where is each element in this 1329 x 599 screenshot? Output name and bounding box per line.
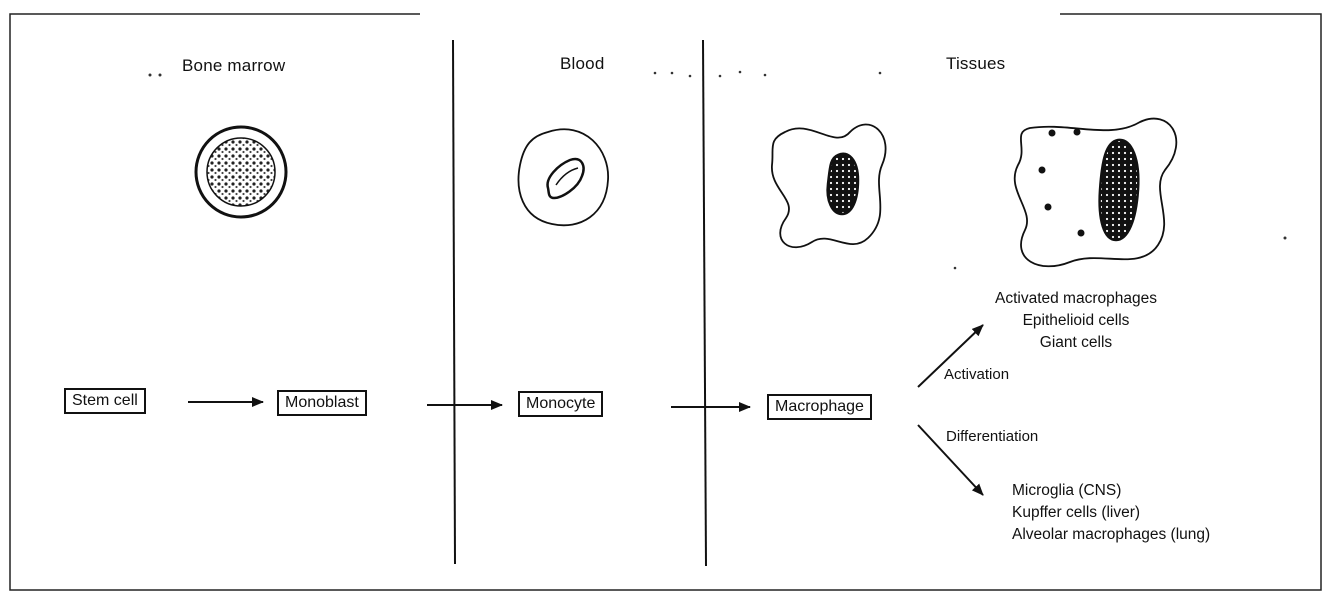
outcome-epithelioid-cells: Epithelioid cells — [995, 310, 1157, 332]
label-differentiation: Differentiation — [946, 428, 1038, 445]
stage-box-monoblast: Monoblast — [277, 390, 367, 416]
stem-cell-illustration — [196, 127, 286, 217]
stage-box-macrophage: Macrophage — [767, 394, 872, 420]
activation-outcomes: Activated macrophages Epithelioid cells … — [995, 288, 1157, 354]
region-title-bone-marrow: Bone marrow — [182, 56, 285, 76]
outcome-microglia: Microglia (CNS) — [1012, 480, 1210, 502]
outcome-alveolar-macrophages: Alveolar macrophages (lung) — [1012, 524, 1210, 546]
label-activation: Activation — [944, 366, 1009, 383]
region-title-tissues: Tissues — [946, 54, 1005, 74]
monocyte-illustration — [519, 129, 609, 225]
outcome-kupffer-cells: Kupffer cells (liver) — [1012, 502, 1210, 524]
outcome-activated-macrophages: Activated macrophages — [995, 288, 1157, 310]
divider-bone-marrow-blood — [453, 40, 455, 564]
region-title-blood: Blood — [560, 54, 604, 74]
differentiation-outcomes: Microglia (CNS) Kupffer cells (liver) Al… — [1012, 480, 1210, 546]
outcome-giant-cells: Giant cells — [995, 332, 1157, 354]
stage-box-monocyte: Monocyte — [518, 391, 603, 417]
divider-blood-tissues — [703, 40, 706, 566]
activated-macrophage-illustration — [1015, 119, 1177, 267]
macrophage-illustration — [772, 124, 886, 247]
stage-box-stem-cell: Stem cell — [64, 388, 146, 414]
